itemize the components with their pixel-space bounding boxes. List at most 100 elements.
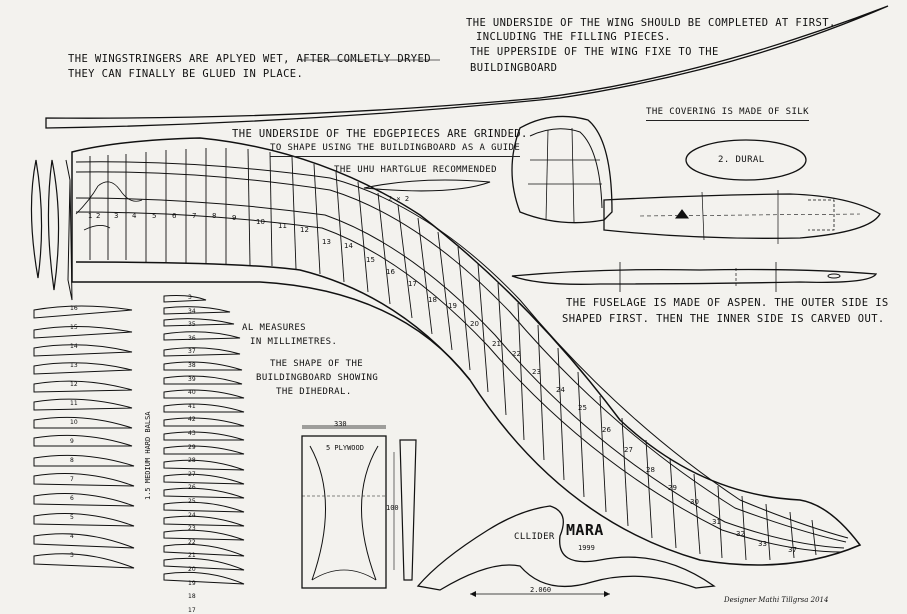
wing-plan: [71, 137, 862, 566]
right-part-label: 39: [188, 375, 196, 383]
right-part-label: 38: [188, 362, 196, 369]
plywood-strip: [393, 439, 417, 581]
note-glue: THE UHU HARTGLUE RECOMMENDED: [334, 165, 497, 175]
rib-number: 33: [758, 540, 767, 548]
left-part-label: 4: [70, 533, 74, 540]
rib-number: 19: [448, 302, 457, 310]
right-part-label: 43: [188, 430, 196, 437]
rib-number: 11: [278, 222, 287, 230]
right-part-label: 24: [188, 511, 196, 519]
right-part-label: 42: [188, 416, 196, 424]
rib-number: 1: [88, 212, 93, 220]
balsa-label: 1.5 MEDIUM HARD BALSA: [144, 411, 152, 500]
rib-number: 17: [408, 280, 417, 288]
right-part-label: 23: [188, 525, 196, 533]
rib-number: 14: [344, 242, 353, 250]
dural-label: 2. DURAL: [718, 155, 765, 165]
rib-number: 28: [646, 466, 655, 474]
title-year: 1999: [578, 544, 595, 552]
designer-signature: Designer Mathi Tillgrsa 2014: [724, 596, 829, 604]
left-part-label: 5: [70, 514, 74, 521]
left-part-label: 11: [70, 400, 78, 407]
right-part-label: 22: [188, 538, 196, 546]
left-part-label: 9: [70, 438, 74, 445]
left-part-label: 3: [70, 552, 74, 559]
wing-joiner: [363, 179, 491, 192]
right-part-label: 21: [188, 552, 196, 560]
dim-2060: 2.060: [530, 586, 552, 594]
right-part-label: 35: [188, 321, 196, 329]
left-part-label: 12: [70, 381, 78, 388]
plywood-plate: [301, 425, 387, 589]
note-measures-2: IN MILLIMETRES.: [250, 337, 338, 347]
right-part-label: 28: [188, 457, 196, 465]
note-underside-1: THE UNDERSIDE OF THE WING SHOULD BE COMP…: [466, 17, 836, 29]
left-part-label: 10: [70, 419, 78, 426]
rib-number: 27: [624, 446, 633, 454]
wingtip-part-1: [30, 159, 43, 279]
rib-number: 20: [470, 320, 479, 328]
rib-number: 15: [366, 256, 375, 264]
right-part-label: 18: [188, 593, 196, 601]
note-underside-4: BUILDINGBOARD: [470, 62, 558, 74]
note-underside-2: INCLUDING THE FILLING PIECES.: [476, 31, 671, 43]
joiner-dim-label: 2 × 2: [388, 195, 410, 203]
right-part-label: 26: [188, 484, 196, 492]
right-part-label: 37: [188, 348, 196, 356]
rib-number: 31: [712, 518, 721, 526]
left-part-label: 8: [70, 457, 74, 464]
note-board-3: THE DIHEDRAL.: [276, 387, 352, 397]
left-part-label: 13: [70, 362, 78, 369]
rib-number: 8: [212, 212, 217, 220]
dural-part: [685, 139, 807, 181]
note-stringers-1: THE WINGSTRINGERS ARE APLYED WET, AFTER …: [68, 53, 431, 65]
right-part-label: 36: [188, 334, 196, 342]
right-part-label: 41: [188, 402, 196, 410]
rib-number: 6: [172, 212, 177, 220]
left-part-label: 15: [70, 324, 78, 331]
dim-100: 100: [386, 504, 399, 512]
fuselage-side-view: [511, 115, 881, 244]
right-part-label: 3: [188, 294, 192, 301]
dim-330: 330: [334, 420, 347, 428]
note-covering: THE COVERING IS MADE OF SILK: [646, 106, 809, 121]
right-part-label: 27: [188, 470, 196, 478]
rib-number: 37: [788, 546, 797, 554]
plywood-label: 5 PLYWOOD: [326, 444, 364, 452]
note-edge-2: TO SHAPE USING THE BUILDINGBOARD AS A GU…: [270, 142, 521, 157]
rib-number: 2: [96, 212, 101, 220]
rib-number: 18: [428, 296, 437, 304]
rib-number: 30: [690, 498, 699, 506]
right-part-label: 34: [188, 307, 196, 315]
left-part-label: 16: [70, 305, 78, 312]
note-edge-1: THE UNDERSIDE OF THE EDGEPIECES ARE GRIN…: [232, 128, 528, 140]
rib-number: 25: [578, 404, 587, 412]
fuselage-top-view: [511, 262, 878, 292]
note-board-2: BUILDINGBOARD SHOWING: [256, 373, 379, 383]
right-part-label: 25: [188, 498, 196, 505]
rib-number: 9: [232, 214, 237, 222]
title-prefix: CLLIDER: [514, 532, 555, 542]
right-rib-templates: [163, 295, 245, 585]
note-fuselage-2: SHAPED FIRST. THEN THE INNER SIDE IS CAR…: [562, 313, 885, 325]
wingtip-part-2: [47, 159, 60, 291]
left-part-label: 14: [70, 343, 78, 350]
left-rib-templates: [33, 305, 135, 569]
left-part-label: 7: [70, 476, 74, 483]
note-board-1: THE SHAPE OF THE: [270, 359, 364, 369]
note-measures-1: AL MEASURES: [242, 323, 307, 333]
rib-number: 22: [512, 350, 521, 358]
right-part-label: 20: [188, 566, 196, 573]
rib-number: 24: [556, 386, 565, 394]
leading-edge-strip: [45, 5, 889, 129]
note-underside-3: THE UPPERSIDE OF THE WING FIXE TO THE: [470, 46, 719, 58]
right-part-label: 19: [188, 579, 196, 587]
rib-number: 4: [132, 212, 137, 220]
rib-number: 10: [256, 218, 265, 226]
rib-number: 5: [152, 212, 157, 220]
left-part-label: 6: [70, 495, 74, 502]
building-board: [416, 505, 716, 591]
rib-number: 23: [532, 368, 541, 376]
rib-number: 16: [386, 268, 395, 276]
